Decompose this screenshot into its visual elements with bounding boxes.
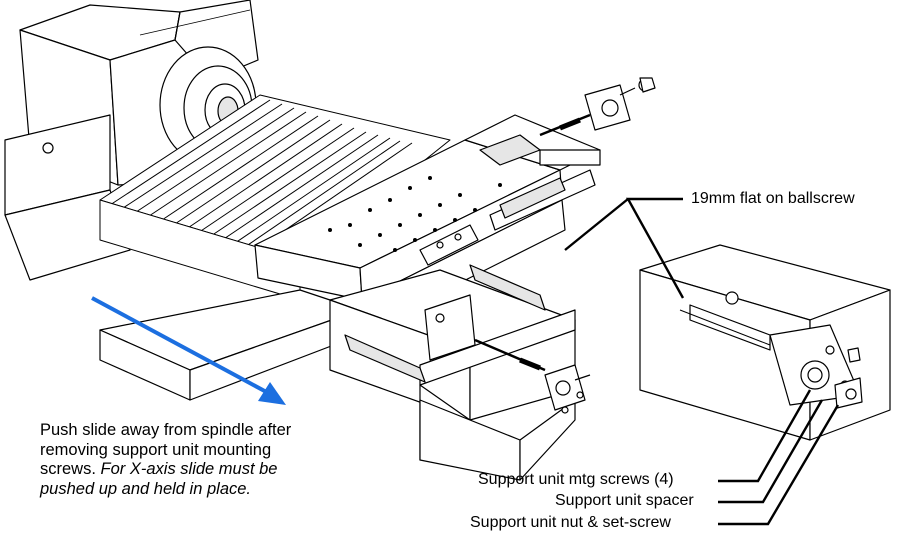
- rear-rails: [464, 114, 601, 231]
- instruction-text: Push slide away from spindle after remov…: [40, 421, 315, 499]
- ballscrew-lower: [474, 338, 546, 372]
- machine-base: [4, 114, 131, 281]
- instruction-note: For X-axis slide must be pushed up and h…: [40, 460, 278, 498]
- table-clamp: [419, 224, 479, 266]
- nut-callout: Support unit nut & set-screw: [470, 514, 671, 531]
- detail-inset: [639, 244, 891, 441]
- mtg-screws-callout: Support unit mtg screws (4): [478, 471, 674, 488]
- flat-leader: [564, 197, 685, 299]
- nut-leader: [718, 404, 840, 526]
- support-unit-lower: [544, 364, 591, 414]
- ballscrew-upper: [539, 113, 591, 137]
- push-direction-arrow: [91, 296, 286, 405]
- flat-callout: 19mm flat on ballscrew: [691, 190, 855, 207]
- lower-rails: [344, 264, 546, 383]
- spacer-callout: Support unit spacer: [555, 492, 694, 509]
- support-unit-upper: [584, 77, 656, 131]
- x-slide: [99, 289, 361, 401]
- instruction-main: Push slide away from spindle after remov…: [40, 421, 292, 478]
- spacer-leader: [718, 399, 824, 504]
- mtg-screws-leader: [718, 389, 812, 483]
